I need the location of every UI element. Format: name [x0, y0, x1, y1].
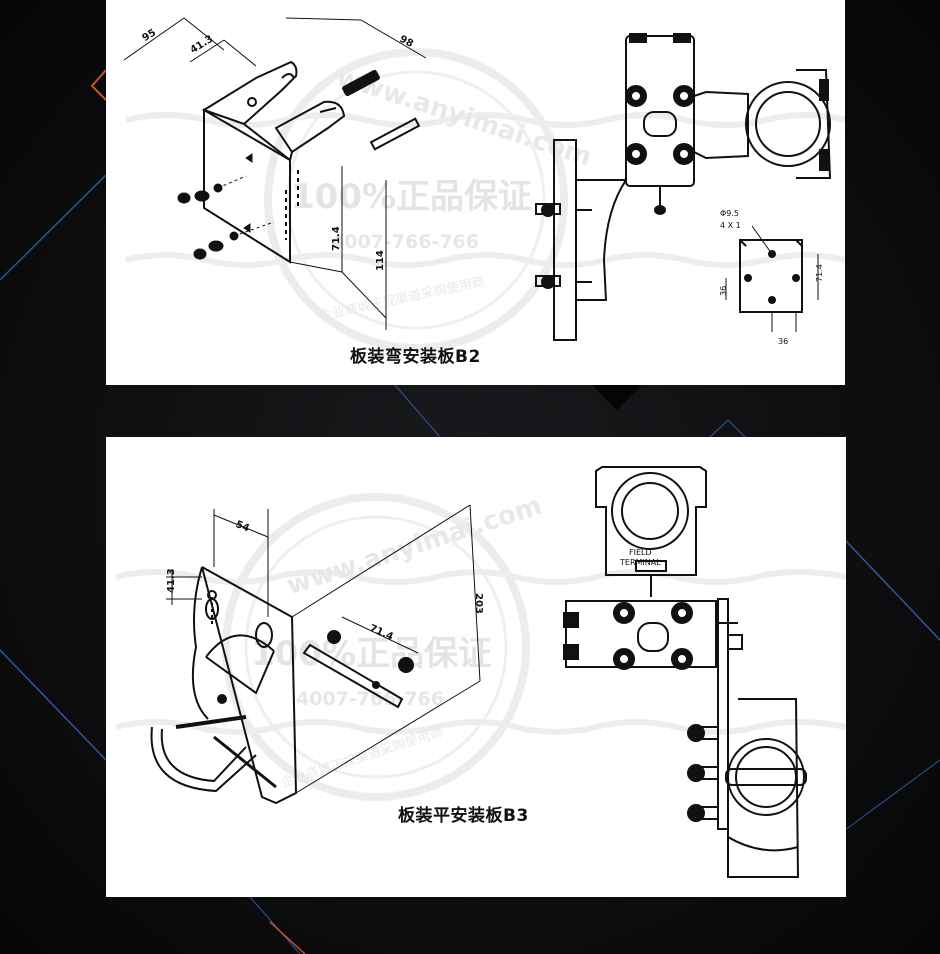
svg-text:41.3: 41.3: [166, 568, 177, 593]
svg-text:71.4: 71.4: [331, 226, 342, 251]
svg-text:4007-766-766: 4007-766-766: [296, 688, 444, 710]
diagram-b3-panel: www.anyimai.com 100%正品保证 4007-766-766 企业…: [106, 437, 846, 897]
svg-text:41.3: 41.3: [188, 34, 215, 56]
svg-text:54: 54: [234, 519, 251, 534]
svg-text:114: 114: [375, 250, 386, 271]
svg-text:100%正品保证: 100%正品保证: [251, 634, 492, 674]
diagram-b2-drawing: www.anyimai.com 100%正品保证 4007-766-766 企业…: [123, 17, 845, 352]
b2-plate-detail: [725, 225, 819, 332]
b3-caption: 板装平安装板B3: [398, 806, 529, 826]
svg-text:企业商城正规渠道采购使用商: 企业商城正规渠道采购使用商: [279, 724, 445, 791]
b3-transmitter: [563, 466, 807, 878]
svg-text:FIELD: FIELD: [629, 548, 652, 557]
svg-text:100%正品保证: 100%正品保证: [291, 177, 532, 217]
b2-bolts: [177, 69, 421, 260]
diagram-b3-drawing: www.anyimai.com 100%正品保证 4007-766-766 企业…: [115, 466, 846, 878]
svg-text:98: 98: [397, 34, 414, 50]
diagram-b2-panel: www.anyimai.com 100%正品保证 4007-766-766 企业…: [106, 0, 845, 385]
b2-dimensions: [123, 17, 427, 330]
svg-text:Φ9.5: Φ9.5: [720, 209, 739, 218]
svg-text:36: 36: [719, 286, 728, 296]
b3-dimensions: [166, 504, 481, 794]
b2-caption: 板装弯安装板B2: [350, 347, 481, 367]
svg-text:企业商城正规渠道采购使用商: 企业商城正规渠道采购使用商: [318, 273, 487, 324]
watermark-b3: www.anyimai.com 100%正品保证 4007-766-766 企业…: [115, 491, 846, 801]
svg-text:71.4: 71.4: [815, 264, 824, 282]
b3-strap: [302, 630, 414, 709]
b3-bracket: [150, 566, 298, 805]
svg-text:4007-766-766: 4007-766-766: [331, 231, 479, 253]
svg-text:203: 203: [473, 593, 484, 614]
b2-transmitter: [535, 33, 832, 341]
watermark-b2: www.anyimai.com 100%正品保证 4007-766-766 企业…: [125, 48, 845, 352]
svg-text:4 X 1: 4 X 1: [720, 221, 741, 230]
arrow-down-icon: [592, 385, 642, 410]
svg-text:95: 95: [140, 27, 158, 44]
svg-text:36: 36: [778, 337, 788, 346]
svg-text:TERMINAL: TERMINAL: [619, 558, 661, 567]
